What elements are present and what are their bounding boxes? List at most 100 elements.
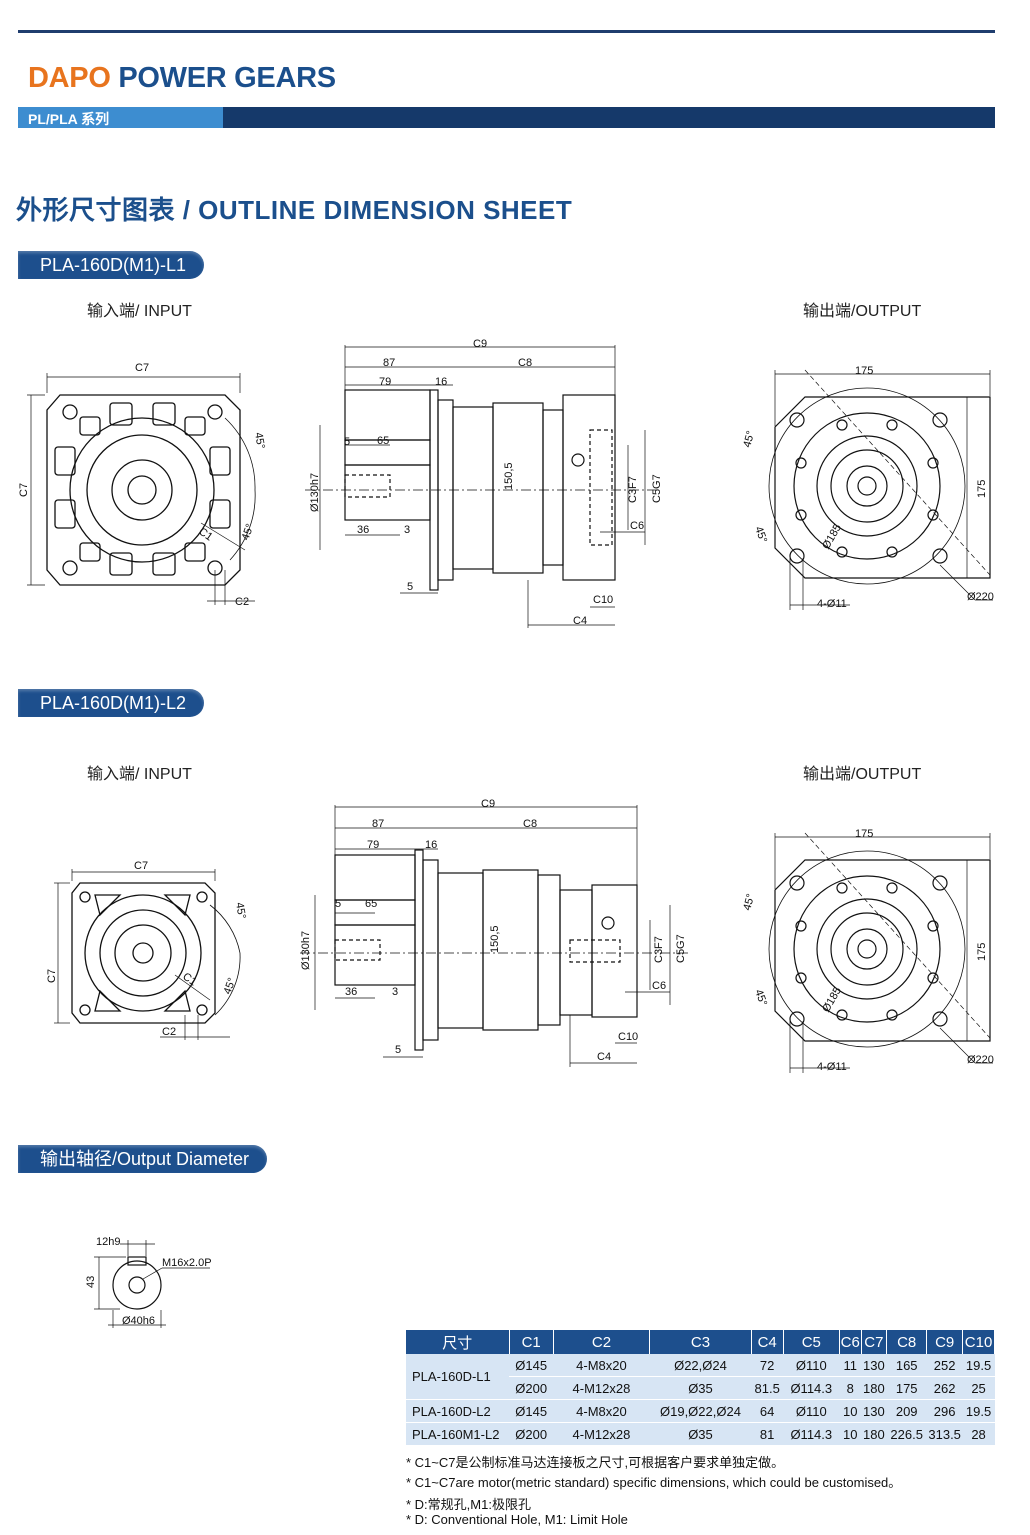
s2-side-79: 79 — [367, 839, 379, 851]
table-header-cell: C3 — [649, 1330, 752, 1354]
s1-side-3: 3 — [404, 524, 410, 536]
table-cell: 19.5 — [962, 1354, 995, 1377]
s1-side-c5: C5G7 — [651, 474, 663, 503]
table-cell: 81 — [751, 1422, 784, 1446]
table-cell: Ø19,Ø22,Ø24 — [649, 1399, 752, 1423]
s2-side-c5: C5G7 — [675, 934, 687, 963]
section2-side-drawing: C9 C8 87 79 16 5 65 Ø130h7 150,5 36 3 5 … — [300, 798, 690, 1067]
table-cell: 10 — [839, 1399, 862, 1423]
note-1: * C1~C7是公制标准马达连接板之尺寸,可根据客户要求单独定做。 — [406, 1455, 785, 1470]
table-cell: 4-M8x20 — [553, 1399, 650, 1423]
table-header-cell: C8 — [886, 1330, 928, 1354]
s2-side-87: 87 — [372, 818, 384, 830]
table-row: PLA-160D-L2 Ø145 4-M8x20 Ø19,Ø22,Ø24 64 … — [406, 1399, 995, 1423]
s1-side-1505: 150,5 — [503, 462, 515, 490]
brand-name-part1: DAPO — [28, 62, 111, 94]
table-cell: 175 — [886, 1376, 927, 1400]
table-cell: 28 — [962, 1422, 995, 1446]
s2-side-65: 65 — [365, 898, 377, 910]
shaft-key-width: 12h9 — [96, 1236, 120, 1248]
table-header-cell: C4 — [751, 1330, 784, 1354]
table-cell: Ø35 — [649, 1376, 752, 1400]
s2-side-16: 16 — [425, 839, 437, 851]
table-cell: Ø200 — [509, 1376, 554, 1400]
s1-in-dim-c2: C2 — [235, 596, 249, 608]
table-cell: 180 — [861, 1422, 887, 1446]
s1-out-175-right: 175 — [976, 480, 988, 498]
shaft-height: 43 — [85, 1276, 97, 1288]
table-cell: Ø200 — [509, 1422, 554, 1446]
table-cell: Ø145 — [509, 1354, 554, 1377]
s2-side-5a: 5 — [335, 898, 341, 910]
s2-side-c9: C9 — [481, 798, 495, 810]
s2-side-1505: 150,5 — [489, 925, 501, 953]
table-cell: 226.5 — [886, 1422, 927, 1446]
table-cell-model: PLA-160D-L1 — [406, 1354, 510, 1400]
s1-side-79: 79 — [379, 376, 391, 388]
s2-in-dim-c7-top: C7 — [134, 860, 148, 872]
brand-logo: DAPO POWER GEARS — [28, 62, 336, 95]
table-cell: 4-M8x20 — [553, 1354, 650, 1377]
table-cell: 313.5 — [926, 1422, 963, 1446]
section1-input-drawing: C7 C7 C2 C1 45° 45° — [18, 362, 267, 608]
table-header-cell: 尺寸 — [406, 1330, 510, 1354]
table-row: PLA-160M1-L2 Ø200 4-M12x28 Ø35 81 Ø114.3… — [406, 1422, 995, 1446]
s2-out-holes: 4-Ø11 — [817, 1061, 847, 1073]
table-cell: Ø110 — [783, 1354, 840, 1377]
s2-side-c3: C3F7 — [653, 936, 665, 963]
s2-out-dia220: Ø220 — [967, 1054, 994, 1066]
table-cell: 130 — [861, 1399, 887, 1423]
table-header-row: 尺寸 C1 C2 C3 C4 C5 C6 C7 C8 C9 C10 — [406, 1330, 995, 1354]
table-cell: Ø114.3 — [783, 1376, 840, 1400]
table-cell: Ø114.3 — [783, 1422, 840, 1446]
table-row: PLA-160D-L1 Ø145 4-M8x20 Ø22,Ø24 72 Ø110… — [406, 1354, 995, 1400]
s2-in-angle-1: 45° — [233, 901, 248, 919]
s1-out-angle-1: 45° — [741, 430, 757, 449]
s1-side-36: 36 — [357, 524, 369, 536]
section1-output-label: 输出端/OUTPUT — [803, 303, 922, 320]
s1-side-65: 65 — [377, 435, 389, 447]
table-cell: 252 — [926, 1354, 963, 1377]
table-cell: 11 — [839, 1354, 862, 1377]
table-cell: 262 — [926, 1376, 963, 1400]
table-cell: 4-M12x28 — [553, 1422, 650, 1446]
s2-in-dim-c7-left: C7 — [46, 969, 58, 983]
brand-name-part2: POWER GEARS — [118, 62, 336, 94]
s1-side-dia130: Ø130h7 — [309, 473, 321, 512]
table-cell: Ø145 — [509, 1399, 554, 1423]
table-header-cell: C2 — [553, 1330, 651, 1354]
s2-side-3: 3 — [392, 986, 398, 998]
s2-in-angle-2: 45° — [222, 976, 239, 996]
table-cell: 130 — [861, 1354, 887, 1377]
top-rule — [18, 30, 995, 33]
s1-side-87: 87 — [383, 357, 395, 369]
sheet-title: 外形尺寸图表 / OUTLINE DIMENSION SHEET — [16, 195, 573, 225]
table-cell: Ø35 — [649, 1422, 752, 1446]
table-cell: 72 — [751, 1354, 784, 1377]
table-cell: Ø110 — [783, 1399, 840, 1423]
s1-side-c9: C9 — [473, 338, 487, 350]
note-3: * D:常规孔,M1:极限孔 — [406, 1497, 531, 1512]
series-bar-accent — [18, 107, 223, 128]
table-cell: 296 — [926, 1399, 963, 1423]
s1-out-holes: 4-Ø11 — [817, 598, 847, 610]
table-cell: 209 — [886, 1399, 927, 1423]
table-cell: 180 — [861, 1376, 887, 1400]
table-header-cell: C1 — [509, 1330, 554, 1354]
table-header-cell: C6 — [839, 1330, 862, 1354]
note-4: * D: Conventional Hole, M1: Limit Hole — [406, 1512, 628, 1527]
section1-input-label: 输入端/ INPUT — [87, 303, 192, 320]
s1-in-dim-c7-top: C7 — [135, 362, 149, 374]
section3-title: 输出轴径/Output Diameter — [18, 1145, 268, 1173]
s2-out-175-right: 175 — [976, 943, 988, 961]
table-cell: Ø22,Ø24 — [649, 1354, 752, 1377]
note-2: * C1~C7are motor(metric standard) specif… — [406, 1475, 902, 1490]
table-header-cell: C9 — [926, 1330, 964, 1354]
section2-output-drawing: 175 175 Ø185 Ø220 4-Ø11 45° 45° — [741, 828, 994, 1073]
s1-side-c10: C10 — [593, 594, 613, 606]
table-row: Ø200 4-M12x28 Ø35 81.5 Ø114.3 8 180 175 … — [406, 1376, 995, 1400]
s1-out-angle-2: 45° — [752, 525, 769, 545]
s2-side-c6: C6 — [652, 980, 666, 992]
table-cell: 8 — [839, 1376, 862, 1400]
table-cell: 10 — [839, 1422, 862, 1446]
